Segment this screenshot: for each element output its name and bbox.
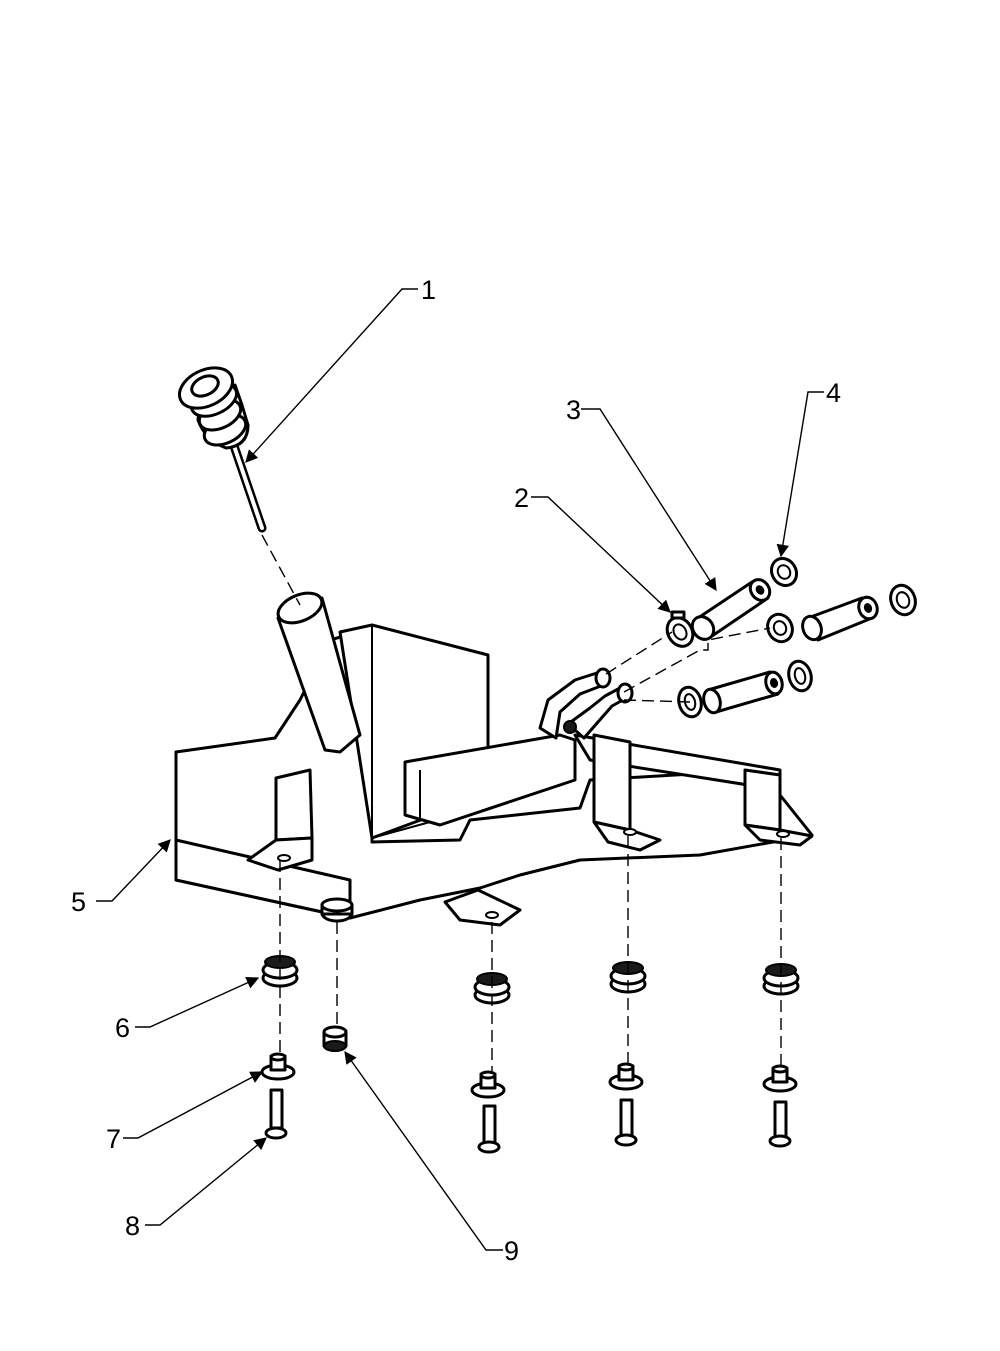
- callout-labels: 1 2 3 4 5 6 7 8 9: [71, 275, 841, 1266]
- callout-1: 1: [421, 275, 436, 305]
- bolt-3: [614, 1098, 638, 1147]
- clamp-b: [769, 556, 799, 588]
- leader-lines: [96, 288, 824, 1251]
- bolt-1: [264, 1088, 288, 1140]
- clamp-a: [665, 610, 695, 648]
- clamp-f: [787, 659, 813, 693]
- callout-5: 5: [71, 887, 86, 917]
- washer-4: [762, 1064, 798, 1093]
- filler-cap-dipstick: [178, 366, 267, 533]
- clamp-c: [766, 612, 794, 644]
- callout-9: 9: [504, 1236, 519, 1266]
- callout-7: 7: [106, 1124, 121, 1154]
- clamp-e: [677, 685, 703, 719]
- callout-8: 8: [125, 1211, 140, 1241]
- callout-3: 3: [566, 395, 581, 425]
- callout-6: 6: [115, 1013, 130, 1043]
- callout-2: 2: [514, 483, 529, 513]
- washer-3: [608, 1062, 644, 1091]
- assembly-lines: [261, 534, 782, 1072]
- hose-clamps-and-hoses: [665, 556, 917, 719]
- drain-plug: [322, 1025, 348, 1052]
- washer-1: [260, 1052, 296, 1081]
- grommet-stack-2: [473, 972, 511, 1005]
- bolt-2: [477, 1104, 501, 1154]
- clamp-d: [889, 583, 917, 617]
- bolt-4: [768, 1100, 792, 1148]
- washer-2: [470, 1070, 506, 1099]
- tank-body: [174, 591, 814, 927]
- callout-4: 4: [826, 378, 841, 408]
